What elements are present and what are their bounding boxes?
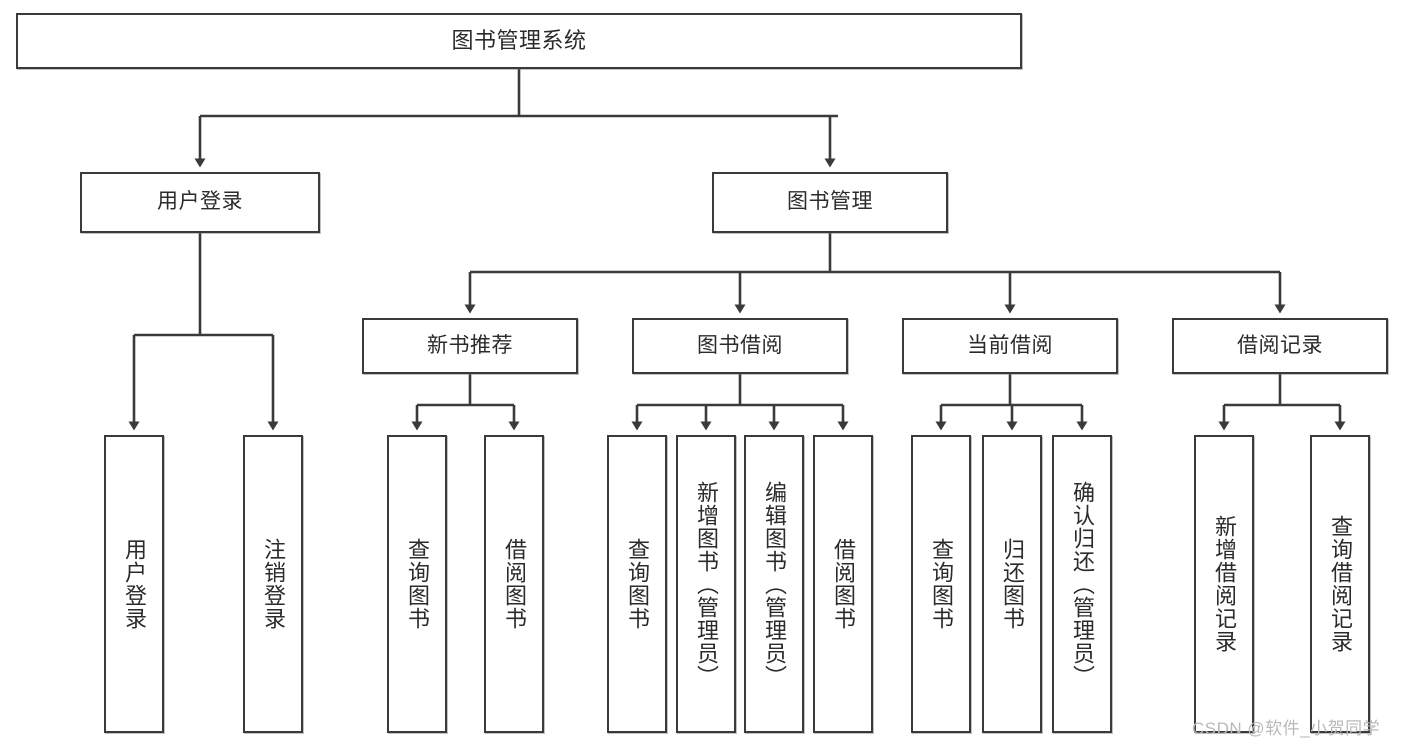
node-label: 当前借阅	[967, 333, 1053, 357]
node-label: 图书管理系统	[451, 28, 587, 54]
node-label: 新增图书（管理员）	[693, 480, 719, 688]
node-leaf-borrow-book-1[interactable]: 借阅图书	[484, 435, 544, 733]
node-label: 确认归还（管理员）	[1069, 480, 1095, 688]
node-label: 编辑图书（管理员）	[761, 480, 787, 688]
node-label: 新增借阅记录	[1211, 515, 1237, 653]
node-label: 查询图书	[404, 538, 430, 630]
node-label: 注销登录	[260, 538, 286, 630]
node-leaf-add-book-admin[interactable]: 新增图书（管理员）	[676, 435, 736, 733]
node-label: 查询借阅记录	[1327, 515, 1353, 653]
csdn-watermark: CSDN @软件_小贺同学	[1192, 719, 1381, 738]
node-leaf-edit-book-admin[interactable]: 编辑图书（管理员）	[744, 435, 804, 733]
node-label: 图书管理	[787, 190, 873, 214]
node-new-book-recommend[interactable]: 新书推荐	[362, 318, 578, 374]
node-label: 用户登录	[157, 190, 243, 214]
node-label: 新书推荐	[427, 333, 513, 357]
node-leaf-logout-login[interactable]: 注销登录	[243, 435, 303, 733]
node-label: 借阅图书	[830, 538, 856, 630]
node-book-manage[interactable]: 图书管理	[712, 172, 948, 233]
node-current-borrow[interactable]: 当前借阅	[902, 318, 1118, 374]
node-leaf-query-borrow-record[interactable]: 查询借阅记录	[1310, 435, 1370, 733]
node-leaf-return-book[interactable]: 归还图书	[982, 435, 1042, 733]
node-borrow-record[interactable]: 借阅记录	[1172, 318, 1388, 374]
node-leaf-query-book-3[interactable]: 查询图书	[911, 435, 971, 733]
node-label: 查询图书	[624, 538, 650, 630]
node-leaf-confirm-return-admin[interactable]: 确认归还（管理员）	[1052, 435, 1112, 733]
node-leaf-borrow-book-2[interactable]: 借阅图书	[813, 435, 873, 733]
node-label: 借阅图书	[501, 538, 527, 630]
node-label: 用户登录	[121, 538, 147, 630]
node-label: 查询图书	[928, 538, 954, 630]
node-leaf-user-login[interactable]: 用户登录	[104, 435, 164, 733]
node-root-system[interactable]: 图书管理系统	[16, 13, 1022, 69]
node-label: 借阅记录	[1237, 333, 1323, 357]
node-leaf-query-book-2[interactable]: 查询图书	[607, 435, 667, 733]
node-leaf-add-borrow-record[interactable]: 新增借阅记录	[1194, 435, 1254, 733]
node-leaf-query-book-1[interactable]: 查询图书	[387, 435, 447, 733]
node-label: 归还图书	[999, 538, 1025, 630]
node-user-login[interactable]: 用户登录	[80, 172, 320, 233]
node-label: 图书借阅	[697, 333, 783, 357]
node-book-borrow[interactable]: 图书借阅	[632, 318, 848, 374]
